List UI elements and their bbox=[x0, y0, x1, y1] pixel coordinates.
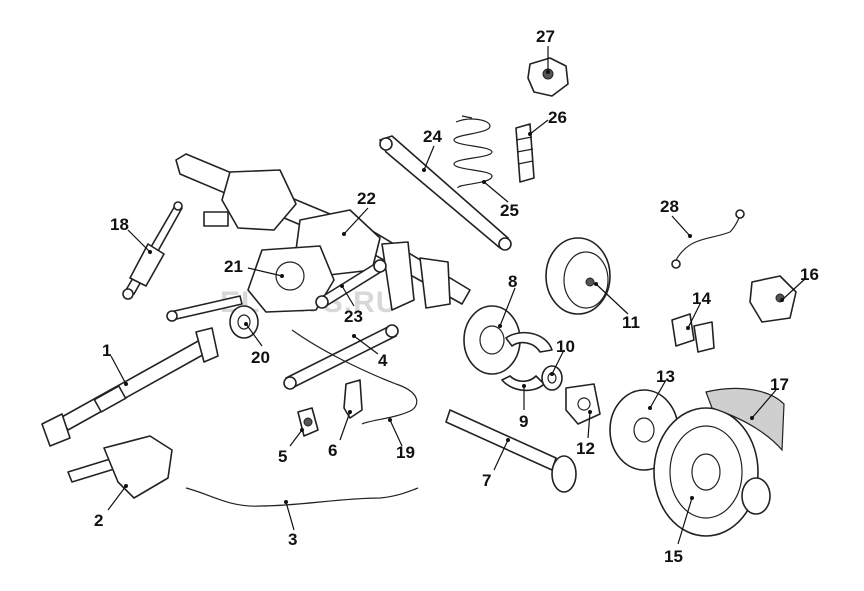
part-2-handbrake-lever bbox=[67, 435, 173, 499]
callout-20: 20 bbox=[251, 348, 270, 367]
part-lower-link-left bbox=[166, 295, 243, 322]
callout-21: 21 bbox=[224, 257, 243, 276]
callout-12: 12 bbox=[576, 439, 595, 458]
callout-4: 4 bbox=[378, 351, 388, 370]
callout-15: 15 bbox=[664, 547, 683, 566]
callout-10: 10 bbox=[556, 337, 575, 356]
part-11-brake-drum bbox=[545, 237, 611, 315]
leader-lines bbox=[107, 46, 807, 545]
callout-26: 26 bbox=[548, 108, 567, 127]
callout-28: 28 bbox=[660, 197, 679, 216]
callout-19: 19 bbox=[396, 443, 415, 462]
part-22-axle-housing bbox=[175, 153, 471, 311]
callout-11: 11 bbox=[622, 313, 640, 332]
part-1-propeller-shaft bbox=[41, 327, 219, 447]
part-27-bracket bbox=[527, 57, 569, 97]
part-12-hub bbox=[565, 383, 601, 425]
part-3-brake-cable bbox=[185, 487, 419, 507]
part-18-shock-absorber bbox=[122, 201, 183, 300]
part-16-brake-caliper bbox=[749, 275, 797, 323]
part-21-differential bbox=[247, 245, 335, 313]
callout-2: 2 bbox=[94, 511, 103, 530]
callout-24: 24 bbox=[423, 127, 442, 146]
part-7-axle-shaft bbox=[445, 409, 577, 493]
callout-7: 7 bbox=[482, 471, 491, 490]
callout-13: 13 bbox=[656, 367, 675, 386]
callout-17: 17 bbox=[770, 375, 789, 394]
part-4-lower-control-arm bbox=[283, 324, 399, 390]
callout-25: 25 bbox=[500, 201, 519, 220]
part-26-bump-stop bbox=[515, 123, 535, 183]
callout-14: 14 bbox=[692, 289, 711, 308]
part-25-coil-spring bbox=[453, 115, 493, 189]
part-24-upper-control-arm bbox=[379, 135, 512, 251]
part-19-stabilizer-bar bbox=[291, 329, 418, 425]
callout-27: 27 bbox=[536, 27, 555, 46]
callout-22: 22 bbox=[357, 189, 376, 208]
callout-1: 1 bbox=[102, 341, 111, 360]
part-20-pinion-flange bbox=[229, 305, 259, 339]
part-15-wheel bbox=[653, 407, 771, 537]
part-23-link bbox=[315, 259, 387, 309]
callout-5: 5 bbox=[278, 447, 287, 466]
callout-6: 6 bbox=[328, 441, 337, 460]
part-9-brake-shoe bbox=[501, 331, 553, 392]
callout-8: 8 bbox=[508, 272, 517, 291]
callout-16: 16 bbox=[800, 265, 819, 284]
part-6-clamp bbox=[343, 379, 363, 419]
part-28-brake-hose bbox=[671, 209, 745, 269]
callout-3: 3 bbox=[288, 530, 297, 549]
part-10-bearing bbox=[541, 365, 563, 391]
callout-23: 23 bbox=[344, 307, 363, 326]
part-14-brake-pads bbox=[671, 313, 715, 353]
callout-9: 9 bbox=[519, 412, 528, 431]
callout-18: 18 bbox=[110, 215, 129, 234]
